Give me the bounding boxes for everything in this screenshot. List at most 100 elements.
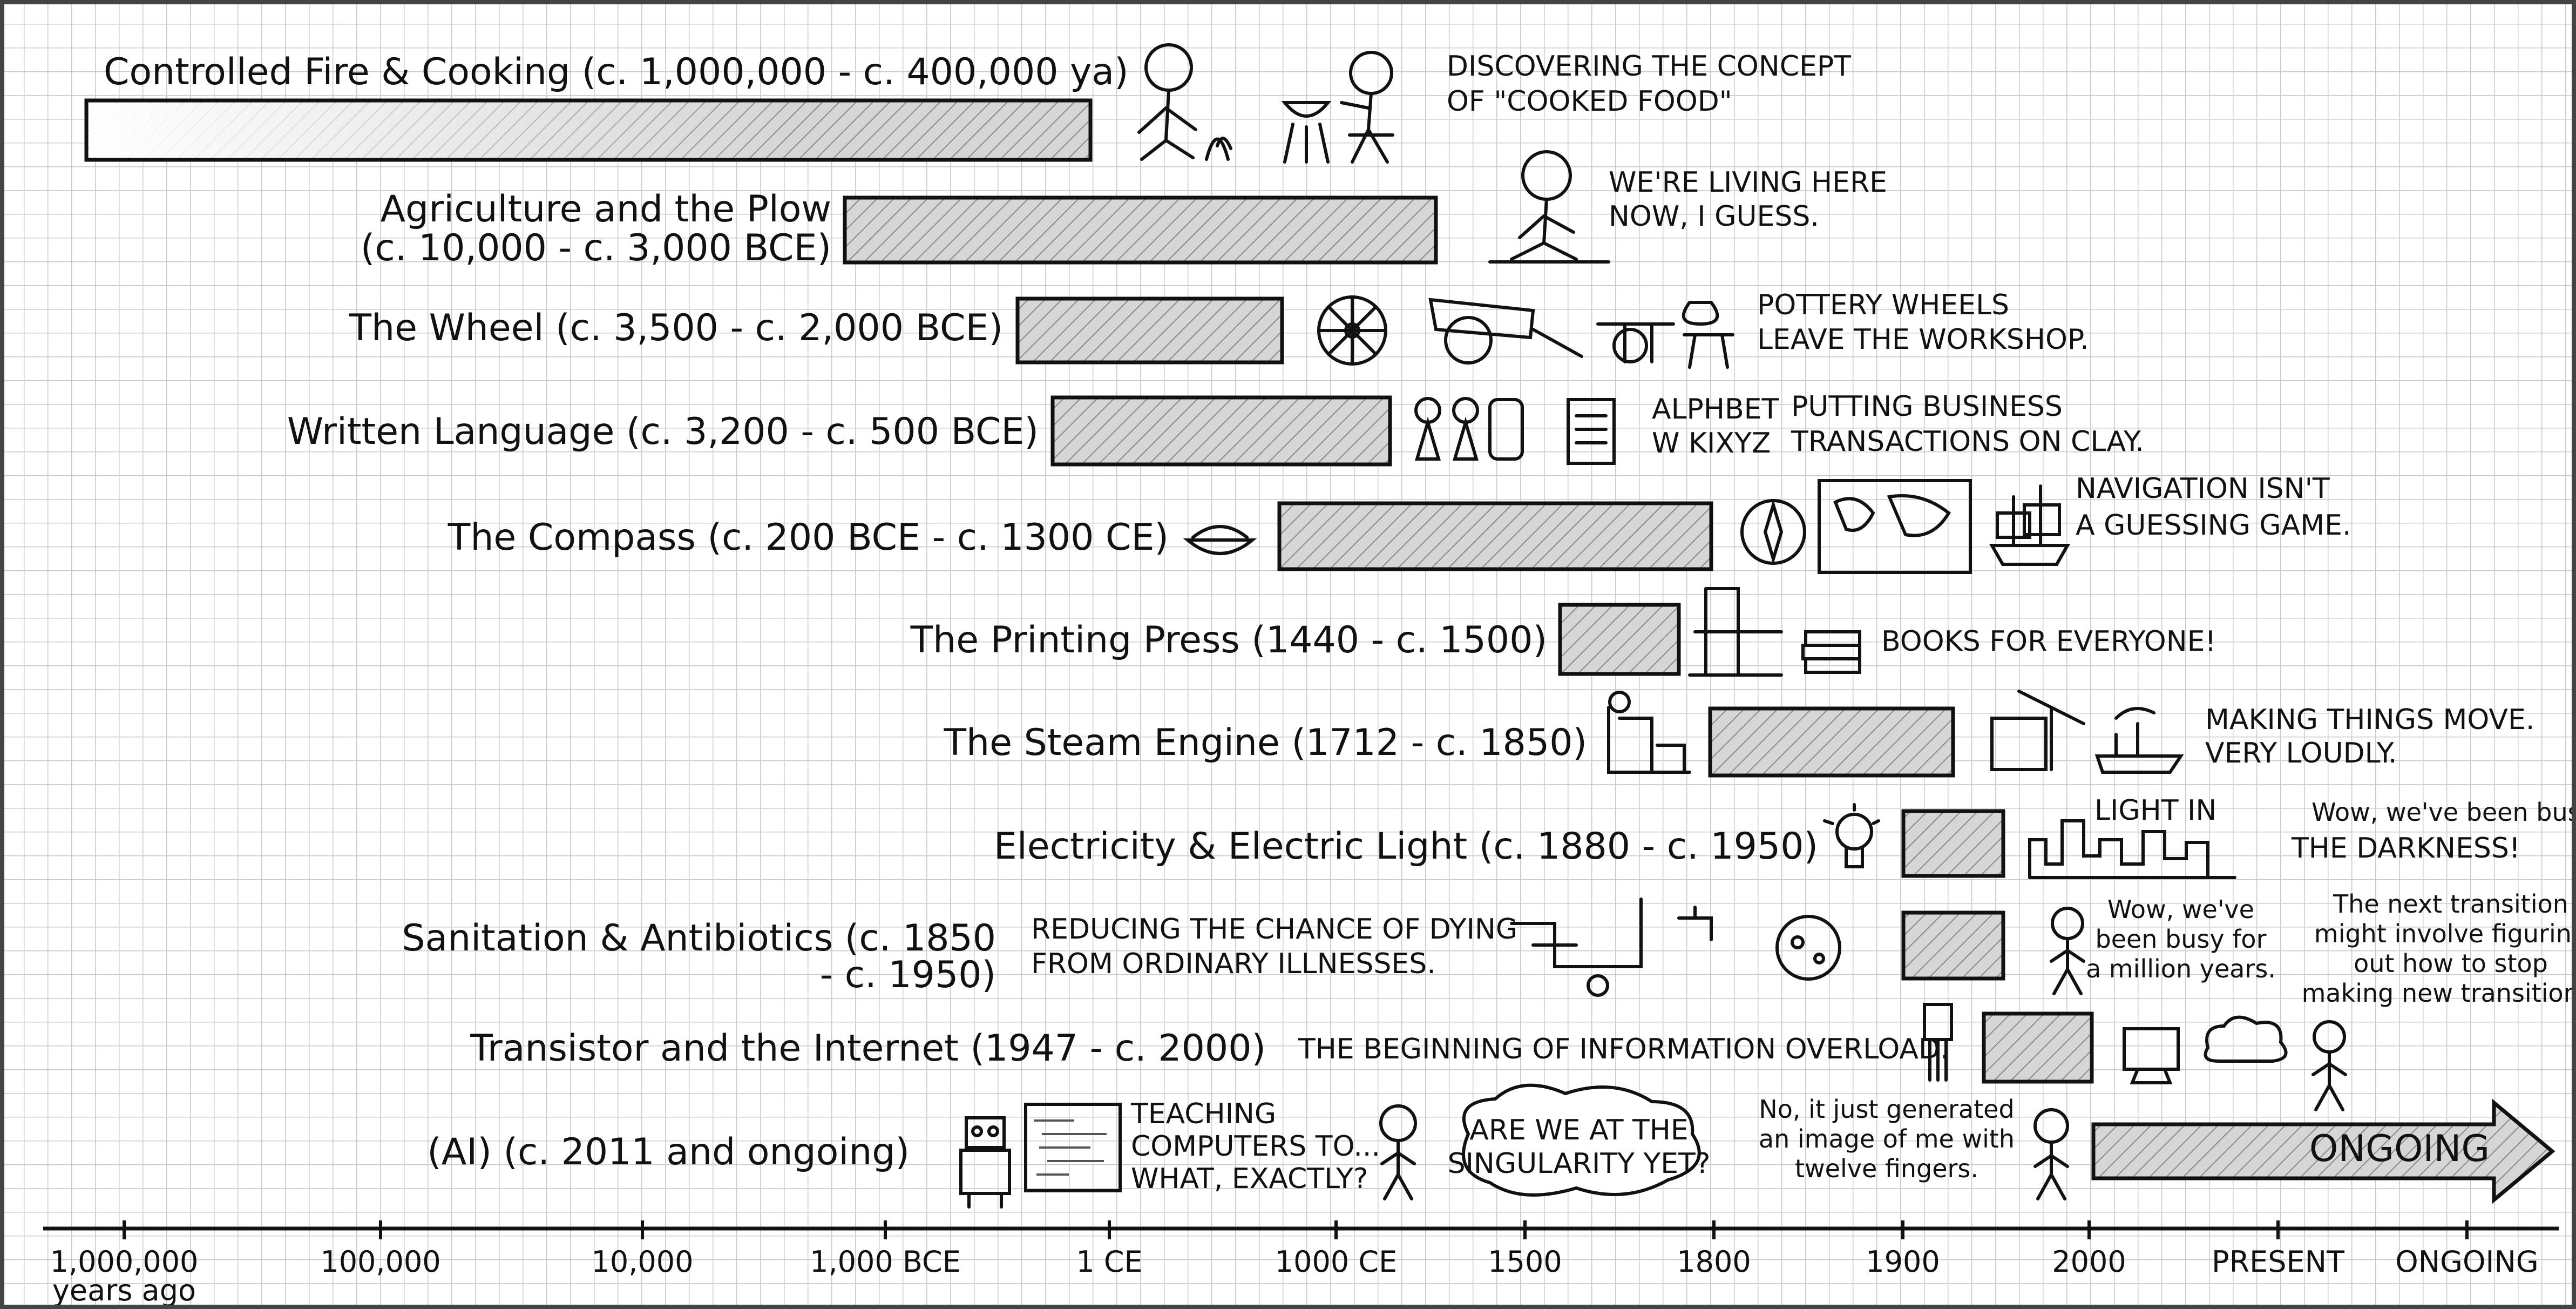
label-sanitation-line2: - c. 1950): [820, 954, 996, 996]
bubble-busy-million-line3: a million years.: [2086, 954, 2276, 983]
event-bars: [84, 98, 2555, 1204]
axis-tick-1900: 1900: [1866, 1245, 1940, 1279]
bubble-busy-million-line1: Wow, we've: [2107, 895, 2254, 924]
compass-icon: [1740, 499, 1806, 565]
label-fire: Controlled Fire & Cooking (c. 1,000,000 …: [104, 51, 1129, 93]
pipes-icon: [1510, 898, 1643, 997]
illustrations: [959, 43, 2347, 1209]
transistor-icon: [1923, 1003, 1953, 1082]
label-compass: The Compass (c. 200 BCE - c. 1300 CE): [448, 516, 1169, 559]
bubble-singularity-line2: SINGULARITY YET?: [1448, 1148, 1711, 1180]
time-axis: 1,000,000 years ago 100,000 10,000 1,000…: [43, 1220, 2559, 1307]
note-agriculture-line2: NOW, I GUESS.: [1609, 200, 1819, 233]
note-compass-line2: A GUESSING GAME.: [2076, 509, 2351, 542]
label-electricity: Electricity & Electric Light (c. 1880 - …: [994, 825, 1818, 868]
label-agriculture-line2: (c. 10,000 - c. 3,000 BCE): [361, 227, 831, 269]
note-transistor: THE BEGINNING OF INFORMATION OVERLOAD.: [1298, 1033, 1949, 1065]
axis-tick-present: PRESENT: [2212, 1245, 2345, 1279]
label-agriculture-line1: Agriculture and the Plow: [381, 188, 831, 231]
note-written-line1: PUTTING BUSINESS: [1791, 390, 2063, 423]
note-agriculture-line1: WE'RE LIVING HERE: [1609, 166, 1887, 199]
axis-tick-1800: 1800: [1677, 1245, 1751, 1279]
singularity-bubble-cloud: [1462, 1083, 1701, 1197]
note-ai-line3: WHAT, EXACTLY?: [1131, 1163, 1368, 1195]
grill-icon: [1281, 101, 1332, 164]
stick-figure-transition-icon: [2311, 1020, 2347, 1111]
bar-transistor: [1982, 1011, 2094, 1084]
note-printing-press: BOOKS FOR EVERYONE!: [1881, 625, 2216, 658]
axis-tick-1000bce: 1,000 BCE: [810, 1245, 961, 1279]
bar-ai-label: ONGOING: [2309, 1128, 2490, 1170]
label-steam-engine: The Steam Engine (1712 - c. 1850): [944, 721, 1588, 764]
tablet-text-line1: ALPHBET: [1652, 393, 1779, 426]
bubble-singularity-line1: ARE WE AT THE: [1469, 1114, 1688, 1146]
bar-sanitation: [1901, 910, 2005, 981]
bar-printing-press: [1558, 603, 1681, 676]
stick-figure-busy-icon: [2050, 907, 2085, 995]
ship-icon: [1989, 484, 2071, 566]
note-fire-line1: DISCOVERING THE CONCEPT: [1447, 50, 1851, 83]
bar-written-language: [1050, 395, 1392, 467]
bubble-fingers-line3: twelve fingers.: [1795, 1154, 1978, 1183]
bubble-next-transition-line1: The next transition: [2333, 889, 2568, 919]
axis-tick-100000: 100,000: [320, 1245, 440, 1279]
bar-steam-engine: [1708, 706, 1955, 778]
note-steam-line1: MAKING THINGS MOVE.: [2205, 704, 2534, 736]
speech-bubbles: ARE WE AT THE SINGULARITY YET? No, it ju…: [1448, 798, 2576, 1183]
axis-tick-ongoing: ONGOING: [2395, 1245, 2538, 1279]
event-labels: Controlled Fire & Cooking (c. 1,000,000 …: [104, 51, 1818, 1173]
steamship-icon: [2094, 707, 2184, 774]
label-written-language: Written Language (c. 3,200 - c. 500 BCE): [287, 410, 1039, 453]
axis-tick-10000: 10,000: [592, 1245, 694, 1279]
axis-tick-1500: 1500: [1488, 1245, 1562, 1279]
faucet-icon: [1677, 906, 1713, 941]
note-steam-line2: VERY LOUDLY.: [2205, 737, 2397, 770]
bar-ai-arrow: [2091, 1098, 2555, 1204]
axis-tick-marks: [123, 1220, 2469, 1239]
stick-figure-fingers-icon: [2033, 1108, 2069, 1200]
note-compass-line1: NAVIGATION ISN'T: [2076, 473, 2330, 505]
note-sanitation-line1: REDUCING THE CHANCE OF DYING: [1031, 913, 1517, 946]
petri-dish-icon: [1775, 915, 1841, 981]
bar-wheel: [1015, 296, 1284, 365]
pump-jack-icon: [1990, 690, 2085, 771]
label-printing-press: The Printing Press (1440 - c. 1500): [910, 619, 1547, 662]
notes: DISCOVERING THE CONCEPT OF "COOKED FOOD"…: [1031, 50, 2534, 1195]
bubble-fingers-line1: No, it just generated: [1759, 1095, 2014, 1124]
bar-compass: [1277, 501, 1713, 571]
axis-tick-1000000: 1,000,000: [50, 1245, 199, 1279]
note-ai-line2: COMPUTERS TO...: [1131, 1130, 1380, 1163]
stick-figure-eating-icon: [1340, 51, 1394, 164]
bubble-next-transition-line3: out how to stop: [2354, 949, 2548, 978]
axis-sublabel: years ago: [52, 1273, 196, 1307]
note-electricity-line1: LIGHT IN: [2094, 794, 2216, 827]
steam-engine-icon: [1607, 691, 1691, 774]
bar-agriculture: [843, 195, 1438, 265]
bar-electricity: [1901, 809, 2005, 878]
bubble-next-transition-line2: might involve figuring: [2314, 919, 2576, 948]
axis-tick-1ce: 1 CE: [1076, 1245, 1142, 1279]
world-map-icon: [1818, 479, 1972, 574]
note-sanitation-line2: FROM ORDINARY ILLNESSES.: [1031, 948, 1436, 980]
code-lines: [1034, 1119, 1107, 1176]
cart-icon: [1428, 298, 1583, 365]
bubble-busy-million-line2: been busy for: [2096, 925, 2267, 954]
note-electricity-line2: THE DARKNESS!: [2291, 832, 2520, 865]
bubble-fingers-line2: an image of me with: [1759, 1124, 2015, 1153]
code-screen-icon: [1024, 1103, 1122, 1192]
note-wheel-line1: POTTERY WHEELS: [1757, 289, 2009, 321]
axis-tick-2000: 2000: [2052, 1245, 2126, 1279]
bar-fire-fade: [89, 103, 790, 158]
label-sanitation-line1: Sanitation & Antibiotics (c. 1850: [402, 917, 996, 960]
pottery-wheel-icon: [1596, 301, 1734, 369]
label-ai: (AI) (c. 2011 and ongoing): [427, 1131, 910, 1173]
stick-figure-thinking-icon: [1379, 1104, 1417, 1200]
printing-press-icon: [1688, 587, 1783, 677]
computer-cloud-icon: [2123, 1015, 2288, 1084]
city-skyline-icon: [2028, 819, 2236, 879]
note-fire-line2: OF "COOKED FOOD": [1447, 85, 1732, 118]
figures-icon: [1414, 397, 1524, 461]
axis-tick-1000ce: 1000 CE: [1275, 1245, 1397, 1279]
